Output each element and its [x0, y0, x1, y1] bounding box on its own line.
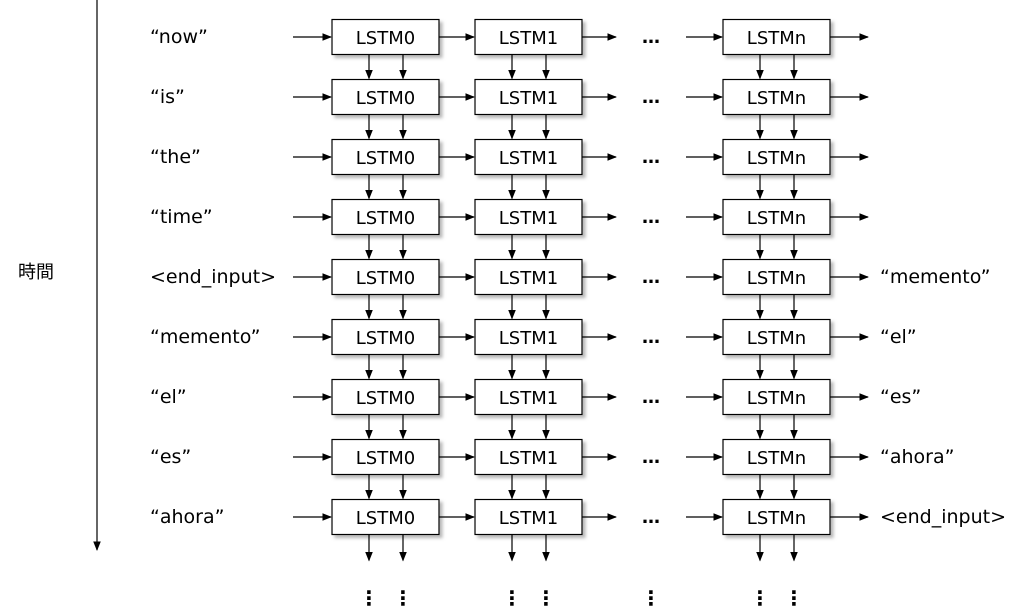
input-word: “es”: [150, 446, 191, 468]
lstm-cell-box: [722, 138, 831, 176]
lstm-cell-box: [474, 78, 583, 116]
lstm-cell-box: [722, 498, 831, 536]
input-word: “now”: [150, 26, 208, 48]
lstm-cell-label: LSTM1: [499, 28, 558, 49]
lstm-cell-label: LSTM1: [499, 268, 558, 289]
lstm-cell-label: LSTM0: [356, 328, 415, 349]
lstm-cell-box: [474, 438, 583, 476]
lstm-cell-label: LSTM0: [356, 448, 415, 469]
layer-ellipsis: …: [642, 27, 660, 48]
lstm-cell-box: [722, 258, 831, 296]
lstm-cell-label: LSTM1: [499, 208, 558, 229]
lstm-cell-box: [331, 198, 440, 236]
continuation-ellipsis: ⋮: [641, 586, 661, 609]
lstm-cell-label: LSTMn: [747, 148, 806, 169]
row: “time” LSTM0 LSTM1 LSTMn …: [150, 198, 869, 260]
layer-ellipsis: …: [642, 447, 660, 468]
continuation-ellipsis: ⋮: [502, 586, 522, 609]
continuation-ellipsis: ⋮: [536, 586, 556, 609]
lstm-cell-box: [474, 258, 583, 296]
layer-ellipsis: …: [642, 327, 660, 348]
row: “is” LSTM0 LSTM1 LSTMn …: [150, 78, 869, 140]
row: “the” LSTM0 LSTM1 LSTMn …: [150, 138, 869, 200]
lstm-cell-label: LSTMn: [747, 328, 806, 349]
output-word: <end_input>: [880, 506, 1006, 528]
row: “memento” LSTM0 LSTM1 LSTMn … “el”: [150, 318, 917, 380]
output-word: “ahora”: [880, 446, 954, 468]
lstm-cell-box: [474, 498, 583, 536]
lstm-cell-label: LSTM1: [499, 88, 558, 109]
lstm-cell-box: [474, 18, 583, 56]
lstm-cell-box: [474, 138, 583, 176]
lstm-cell-box: [722, 438, 831, 476]
layer-ellipsis: …: [642, 207, 660, 228]
lstm-cell-label: LSTMn: [747, 268, 806, 289]
lstm-cell-box: [331, 78, 440, 116]
lstm-cell-label: LSTM0: [356, 208, 415, 229]
lstm-cell-box: [331, 258, 440, 296]
lstm-cell-label: LSTM0: [356, 508, 415, 529]
lstm-cell-label: LSTM1: [499, 448, 558, 469]
input-word: “time”: [150, 206, 213, 228]
continuation-ellipsis: ⋮: [784, 586, 804, 609]
row: “el” LSTM0 LSTM1 LSTMn … “es”: [150, 378, 921, 440]
output-word: “es”: [880, 386, 921, 408]
lstm-cell-label: LSTM1: [499, 388, 558, 409]
input-word: “is”: [150, 86, 185, 108]
input-word: “the”: [150, 146, 201, 168]
lstm-cell-label: LSTMn: [747, 388, 806, 409]
lstm-cell-box: [722, 78, 831, 116]
lstm-cell-box: [331, 138, 440, 176]
lstm-cell-label: LSTM0: [356, 388, 415, 409]
input-word: <end_input>: [150, 266, 276, 288]
input-word: “memento”: [150, 326, 261, 348]
lstm-cell-label: LSTM1: [499, 328, 558, 349]
lstm-cell-box: [331, 438, 440, 476]
continuation-ellipsis: ⋮: [393, 586, 413, 609]
time-axis-label: 時間: [18, 262, 54, 283]
output-word: “memento”: [880, 266, 991, 288]
layer-ellipsis: …: [642, 387, 660, 408]
lstm-cell-label: LSTM0: [356, 28, 415, 49]
lstm-cell-box: [474, 378, 583, 416]
lstm-cell-label: LSTMn: [747, 208, 806, 229]
layer-ellipsis: …: [642, 507, 660, 528]
layer-ellipsis: …: [642, 267, 660, 288]
lstm-cell-label: LSTM1: [499, 148, 558, 169]
lstm-cell-label: LSTM0: [356, 268, 415, 289]
lstm-cell-box: [331, 318, 440, 356]
lstm-cell-box: [474, 198, 583, 236]
lstm-cell-box: [474, 318, 583, 356]
lstm-cell-label: LSTMn: [747, 88, 806, 109]
lstm-cell-label: LSTM0: [356, 88, 415, 109]
lstm-cell-box: [722, 318, 831, 356]
lstm-cell-box: [722, 198, 831, 236]
output-word: “el”: [880, 326, 917, 348]
continuation-ellipsis: ⋮: [359, 586, 379, 609]
continuation-ellipsis: ⋮: [750, 586, 770, 609]
input-word: “el”: [150, 386, 187, 408]
row: “es” LSTM0 LSTM1 LSTMn … “ahora”: [150, 438, 954, 500]
row: “ahora” LSTM0 LSTM1 LSTMn … <end_input>: [150, 498, 1006, 562]
lstm-cell-label: LSTMn: [747, 508, 806, 529]
layer-ellipsis: …: [642, 147, 660, 168]
lstm-cell-label: LSTM1: [499, 508, 558, 529]
lstm-cell-label: LSTMn: [747, 448, 806, 469]
lstm-cell-label: LSTMn: [747, 28, 806, 49]
lstm-cell-box: [722, 378, 831, 416]
lstm-cell-label: LSTM0: [356, 148, 415, 169]
row: <end_input> LSTM0 LSTM1 LSTMn … “memento”: [150, 258, 991, 320]
layer-ellipsis: …: [642, 87, 660, 108]
row: “now” LSTM0 LSTM1 LSTMn …: [150, 18, 869, 80]
input-word: “ahora”: [150, 506, 224, 528]
